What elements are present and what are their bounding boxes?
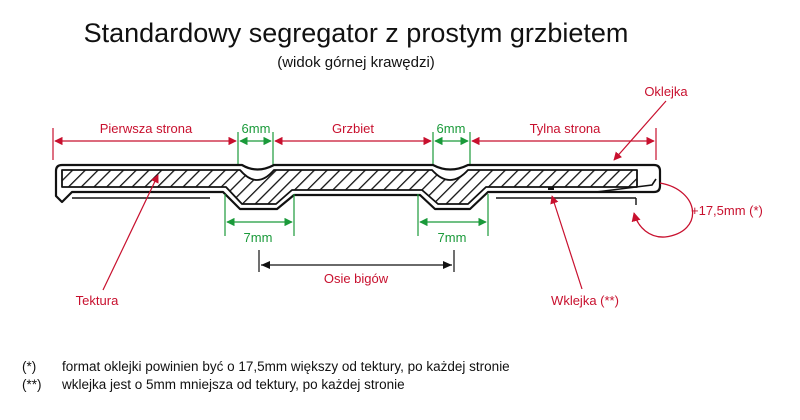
cover-fold	[595, 178, 657, 193]
cover-label: Oklejka	[644, 84, 688, 99]
binder-cross-section	[54, 163, 662, 211]
board-label: Tektura	[76, 293, 119, 308]
gap-left-label: 6mm	[242, 121, 271, 136]
axes-arrow-left	[261, 261, 270, 269]
board-hatched	[61, 169, 638, 205]
axes-arrow-right	[443, 261, 452, 269]
cover-pointer	[613, 100, 667, 161]
extra-label: +17,5mm (*)	[691, 203, 763, 218]
footnote-1-mark: (*)	[22, 359, 36, 374]
top-dimension-ticks	[52, 128, 657, 160]
board-pointer	[102, 174, 159, 291]
footnote-2-mark: (**)	[22, 377, 42, 392]
front-label: Pierwsza strona	[100, 121, 193, 136]
liner-label: Wklejka (**)	[551, 293, 619, 308]
spine-label: Grzbiet	[332, 121, 374, 136]
liner-mark	[548, 187, 554, 190]
footnote-2-text: wklejka jest o 5mm mniejsza od tektury, …	[61, 377, 405, 392]
footnote-1-text: format oklejki powinien być o 17,5mm wię…	[62, 359, 510, 374]
page-title: Standardowy segregator z prostym grzbiet…	[84, 18, 629, 48]
page-subtitle: (widok górnej krawędzi)	[277, 54, 435, 71]
top-green-ticks	[237, 132, 471, 165]
hinge-left-label: 7mm	[244, 230, 273, 245]
gap-right-label: 6mm	[437, 121, 466, 136]
extra-curve-arrow	[631, 182, 694, 238]
axes-label: Osie bigów	[324, 271, 389, 286]
back-label: Tylna strona	[530, 121, 602, 136]
liner-pointer	[550, 195, 583, 290]
hinge-right-label: 7mm	[438, 230, 467, 245]
axes-ticks	[258, 250, 455, 272]
hinge-ticks	[224, 194, 489, 236]
